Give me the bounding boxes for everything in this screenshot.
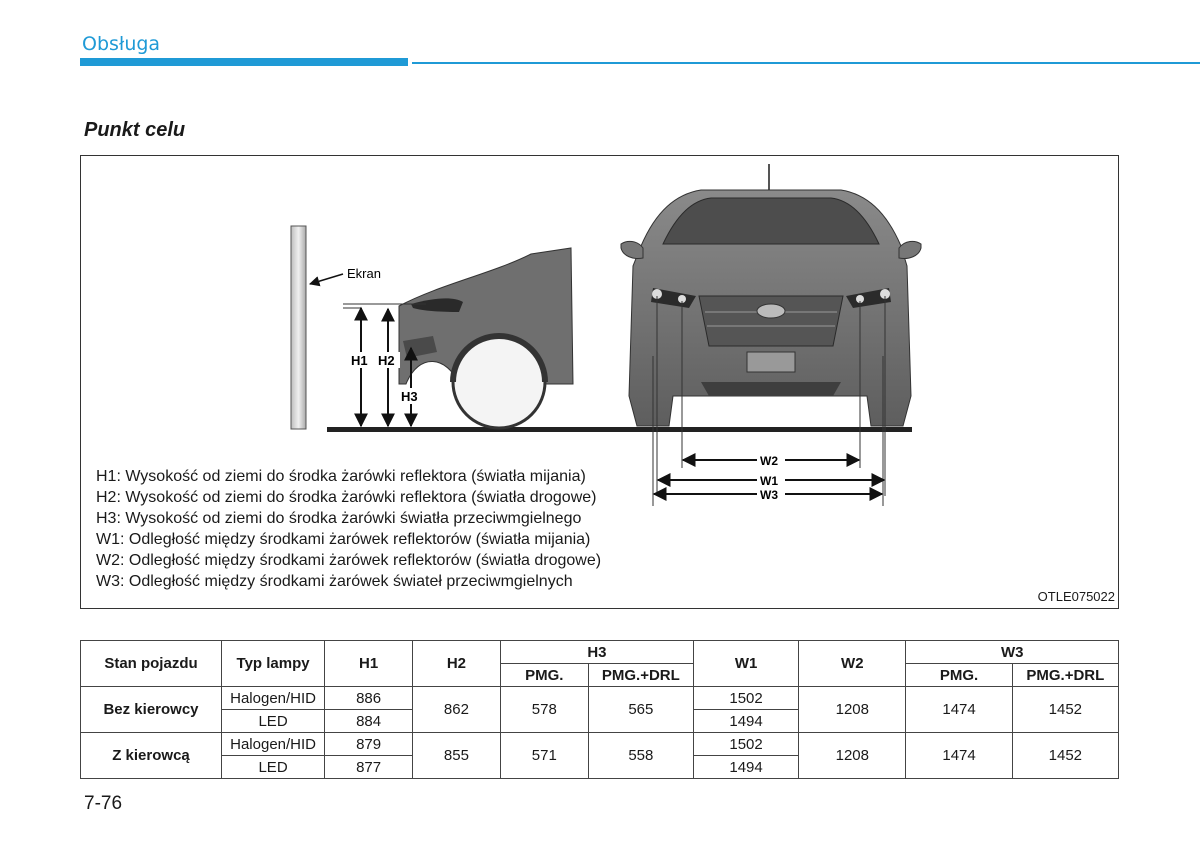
col-header-w1: W1 xyxy=(692,640,800,687)
w1-cell: 1494 xyxy=(692,709,800,733)
figure-code: OTLE075022 xyxy=(1037,589,1115,604)
w3-pmg-cell: 1474 xyxy=(905,686,1013,733)
h3-drl-cell: 565 xyxy=(587,686,694,733)
col-subheader-w3-drl: PMG.+DRL xyxy=(1011,663,1120,687)
section-title: Obsługa xyxy=(82,33,161,55)
legend-item: H1: Wysokość od ziemi do środka żarówki … xyxy=(96,468,586,485)
car-front-view xyxy=(620,164,922,427)
col-header-w2: W2 xyxy=(798,640,907,687)
page-number: 7-76 xyxy=(84,793,123,814)
w1-cell: 1502 xyxy=(692,686,800,710)
h1-label: H1 xyxy=(351,353,368,368)
h2-cell: 855 xyxy=(412,732,501,779)
col-header-lamp: Typ lampy xyxy=(220,640,326,687)
h3-pmg-cell: 571 xyxy=(499,732,589,779)
col-subheader-h3-drl: PMG.+DRL xyxy=(587,663,694,687)
w2-cell: 1208 xyxy=(798,686,907,733)
col-header-h3: H3 xyxy=(499,640,694,664)
h2-cell: 862 xyxy=(412,686,501,733)
col-subheader-w3-pmg: PMG. xyxy=(905,663,1013,687)
car-side-view xyxy=(398,247,574,430)
col-header-state: Stan pojazdu xyxy=(80,640,222,687)
header-rule-thin xyxy=(412,62,1200,64)
ground-line xyxy=(327,427,912,432)
lamp-cell: Halogen/HID xyxy=(220,686,326,710)
lamp-cell: LED xyxy=(220,755,326,779)
h3-label: H3 xyxy=(401,389,418,404)
page-heading: Punkt celu xyxy=(84,119,186,141)
h1-cell: 884 xyxy=(324,709,414,733)
header-rule-thick xyxy=(80,58,408,66)
col-header-h1: H1 xyxy=(324,640,414,687)
w3-drl-cell: 1452 xyxy=(1011,732,1120,779)
h1-cell: 879 xyxy=(324,732,414,756)
legend-item: W2: Odległość między środkami żarówek re… xyxy=(96,552,602,569)
diagram-legend: H1: Wysokość od ziemi do środka żarówki … xyxy=(96,466,601,592)
aiming-spec-table: Stan pojazdu Typ lampy H1 H2 H3 W1 W2 W3… xyxy=(80,640,1120,779)
table-row: LED 884 1494 xyxy=(81,709,1119,733)
state-cell: Bez kierowcy xyxy=(80,686,222,733)
w1-cell: 1502 xyxy=(692,732,800,756)
state-cell: Z kierowcą xyxy=(80,732,222,779)
w2-cell: 1208 xyxy=(798,732,907,779)
col-header-w3: W3 xyxy=(905,640,1119,664)
col-header-h2: H2 xyxy=(412,640,501,687)
legend-item: W3: Odległość między środkami żarówek św… xyxy=(96,573,573,590)
col-subheader-h3-pmg: PMG. xyxy=(499,663,589,687)
screen-panel xyxy=(290,225,307,430)
w3-label: W3 xyxy=(760,488,778,502)
screen-label: Ekran xyxy=(347,266,381,281)
legend-item: H3: Wysokość od ziemi do środka żarówki … xyxy=(96,510,582,527)
lamp-cell: LED xyxy=(220,709,326,733)
w3-drl-cell: 1452 xyxy=(1011,686,1120,733)
w1-label: W1 xyxy=(760,474,778,488)
w1-cell: 1494 xyxy=(692,755,800,779)
table-row: LED 877 1494 xyxy=(81,755,1119,779)
table-row: Bez kierowcy Halogen/HID 886 862 578 565… xyxy=(80,686,1120,733)
w2-label: W2 xyxy=(760,454,778,468)
aiming-diagram: Ekran H1 H2 H3 xyxy=(80,155,1119,609)
h2-label: H2 xyxy=(378,353,395,368)
w3-pmg-cell: 1474 xyxy=(905,732,1013,779)
legend-item: W1: Odległość między środkami żarówek re… xyxy=(96,531,591,548)
h1-cell: 886 xyxy=(324,686,414,710)
h3-drl-cell: 558 xyxy=(587,732,694,779)
diagram-drawing: Ekran H1 H2 H3 xyxy=(290,164,922,506)
table-row: Z kierowcą Halogen/HID 879 855 571 558 1… xyxy=(80,732,1120,779)
h3-pmg-cell: 578 xyxy=(499,686,589,733)
legend-item: H2: Wysokość od ziemi do środka żarówki … xyxy=(96,489,597,506)
lamp-cell: Halogen/HID xyxy=(220,732,326,756)
h1-cell: 877 xyxy=(324,755,414,779)
